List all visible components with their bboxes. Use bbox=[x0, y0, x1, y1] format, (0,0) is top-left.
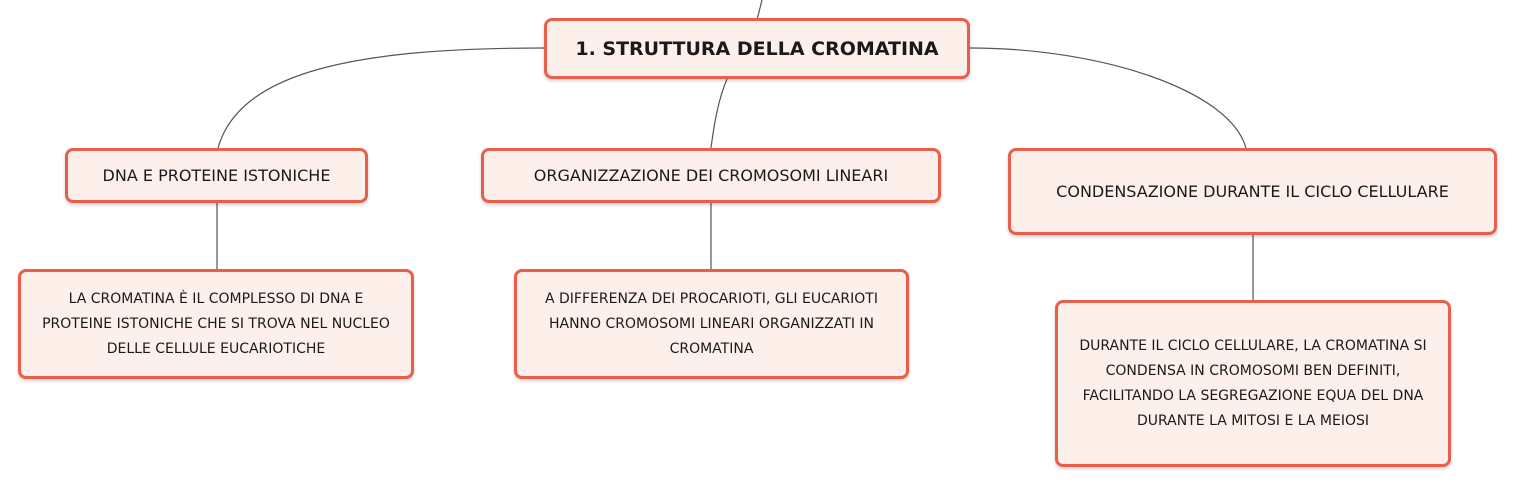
topic-node-organizzazione-cromosomi[interactable]: ORGANIZZAZIONE DEI CROMOSOMI LINEARI bbox=[481, 148, 941, 203]
detail-node-dna-proteine[interactable]: LA CROMATINA È IL COMPLESSO DI DNA E PRO… bbox=[18, 269, 414, 379]
connector-root-to-cond bbox=[969, 47, 1247, 149]
detail-text: LA CROMATINA È IL COMPLESSO DI DNA E PRO… bbox=[42, 290, 390, 357]
topic-node-condensazione[interactable]: CONDENSAZIONE DURANTE IL CICLO CELLULARE bbox=[1008, 148, 1497, 235]
topic-label: DNA E PROTEINE ISTONICHE bbox=[102, 166, 331, 185]
root-topic-node[interactable]: 1. STRUTTURA DELLA CROMATINA bbox=[544, 18, 970, 79]
detail-node-organizzazione-cromosomi[interactable]: A DIFFERENZA DEI PROCARIOTI, GLI EUCARIO… bbox=[514, 269, 909, 379]
connector-parent-to-root bbox=[756, 0, 763, 21]
connector-root-to-org bbox=[710, 78, 728, 149]
detail-node-condensazione[interactable]: DURANTE IL CICLO CELLULARE, LA CROMATINA… bbox=[1055, 300, 1451, 467]
connector-root-to-dna bbox=[217, 47, 546, 149]
root-topic-label: 1. STRUTTURA DELLA CROMATINA bbox=[575, 37, 939, 60]
topic-label: CONDENSAZIONE DURANTE IL CICLO CELLULARE bbox=[1056, 182, 1449, 201]
topic-node-dna-proteine[interactable]: DNA E PROTEINE ISTONICHE bbox=[65, 148, 368, 203]
topic-label: ORGANIZZAZIONE DEI CROMOSOMI LINEARI bbox=[533, 166, 889, 185]
detail-text: DURANTE IL CICLO CELLULARE, LA CROMATINA… bbox=[1079, 337, 1427, 429]
detail-text: A DIFFERENZA DEI PROCARIOTI, GLI EUCARIO… bbox=[545, 290, 878, 357]
